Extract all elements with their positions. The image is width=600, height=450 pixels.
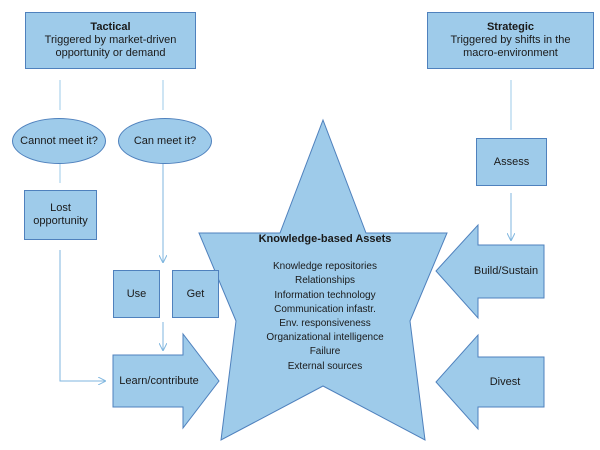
use-label: Use — [126, 287, 147, 300]
build-sustain-arrow — [435, 223, 545, 320]
knowledge-assets-title: Knowledge-based Assets — [258, 233, 392, 245]
asset-item: Knowledge repositories — [273, 261, 377, 273]
asset-item: Relationships — [294, 275, 356, 287]
cannot-meet-ellipse: Cannot meet it? — [12, 118, 106, 164]
knowledge-assets-text: Knowledge-based Assets Knowledge reposit… — [230, 232, 420, 374]
strategic-line1: Triggered by shifts in the — [450, 34, 571, 46]
get-box: Get — [172, 270, 219, 318]
divest-arrow — [435, 333, 545, 431]
strategic-box: Strategic Triggered by shifts in the mac… — [427, 12, 594, 69]
cannot-meet-label: Cannot meet it? — [20, 135, 98, 147]
learn-contribute-label: Learn/contribute — [119, 375, 199, 387]
lost-opportunity-line1: Lost — [50, 202, 71, 214]
strategic-title: Strategic — [486, 21, 535, 33]
tactical-box: Tactical Triggered by market-driven oppo… — [25, 12, 196, 69]
asset-item: Communication infastr. — [274, 303, 376, 315]
can-meet-ellipse: Can meet it? — [118, 118, 212, 164]
tactical-line2: opportunity or demand — [55, 47, 166, 59]
asset-item: Env. responsiveness — [279, 318, 371, 330]
asset-item: Failure — [309, 346, 341, 358]
tactical-line1: Triggered by market-driven — [44, 34, 177, 46]
lost-opportunity-box: Lost opportunity — [24, 190, 97, 240]
can-meet-label: Can meet it? — [133, 135, 197, 147]
use-box: Use — [113, 270, 160, 318]
build-sustain-label: Build/Sustain — [473, 265, 539, 277]
assess-box: Assess — [476, 138, 547, 186]
lost-opportunity-line2: opportunity — [33, 215, 88, 227]
asset-item: Information technology — [274, 289, 376, 301]
asset-item: Organizational intelligence — [266, 332, 384, 344]
knowledge-assets-star — [198, 118, 448, 441]
assess-label: Assess — [493, 155, 530, 168]
divest-label: Divest — [489, 376, 521, 388]
asset-item: External sources — [287, 360, 363, 372]
get-label: Get — [186, 287, 205, 300]
learn-contribute-arrow — [112, 332, 220, 430]
tactical-title: Tactical — [90, 21, 131, 33]
strategic-line2: macro-environment — [463, 47, 558, 59]
arrow-lost-to-learn — [59, 250, 105, 381]
